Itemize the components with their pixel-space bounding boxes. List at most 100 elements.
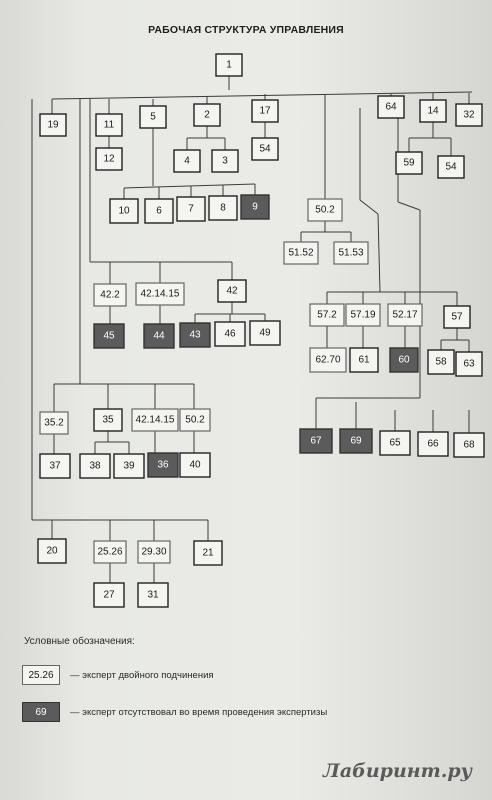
node-label: 57.19 xyxy=(350,310,375,321)
node-label: 17 xyxy=(259,106,271,117)
node-box xyxy=(37,538,67,564)
legend-absent-text: — эксперт отсутствовал во время проведен… xyxy=(70,706,328,718)
node-9: 9 xyxy=(240,194,270,220)
node-box xyxy=(176,196,206,222)
node-63: 63 xyxy=(455,351,483,377)
node-label: 50.2 xyxy=(315,205,335,216)
node-label: 54 xyxy=(445,162,457,173)
node-44: 44 xyxy=(143,323,175,349)
node-label: 31 xyxy=(147,590,159,601)
node-label: 32 xyxy=(463,110,475,121)
node-box xyxy=(193,103,221,127)
node-label: 51.53 xyxy=(338,248,363,259)
connector-line xyxy=(377,213,381,293)
node-box xyxy=(389,347,419,373)
node-box xyxy=(455,351,483,377)
node-label: 57.2 xyxy=(317,310,337,321)
node-box xyxy=(249,320,281,346)
node-box xyxy=(453,432,485,458)
node-69: 69 xyxy=(339,428,373,454)
node-box xyxy=(109,198,139,224)
connector-line xyxy=(123,183,256,189)
node-36: 36 xyxy=(147,452,179,478)
node-21: 21 xyxy=(193,540,223,566)
node-label: 64 xyxy=(385,102,397,113)
node-box xyxy=(179,322,211,348)
node-2: 2 xyxy=(193,103,221,127)
node-label: 29.30 xyxy=(141,547,166,558)
node-box xyxy=(93,323,125,349)
node-38: 38 xyxy=(79,453,111,479)
node-label: 11 xyxy=(104,120,115,131)
node-54: 54 xyxy=(437,155,465,179)
node-60: 60 xyxy=(389,347,419,373)
node-label: 58 xyxy=(435,357,447,368)
node-label: 4 xyxy=(184,156,190,167)
node-51-52: 51.52 xyxy=(283,241,319,265)
node-label: 2 xyxy=(204,110,210,121)
node-label: 54 xyxy=(259,144,271,155)
node-label: 40 xyxy=(189,460,201,471)
node-box xyxy=(455,103,483,127)
node-box xyxy=(93,283,127,307)
node-box xyxy=(379,430,411,456)
node-label: 25.26 xyxy=(97,547,122,558)
node-box xyxy=(79,453,111,479)
node-49: 49 xyxy=(249,320,281,346)
node-label: 27 xyxy=(103,590,115,601)
node-label: 60 xyxy=(398,355,410,366)
node-box xyxy=(113,453,145,479)
node-37: 37 xyxy=(39,453,71,479)
node-35: 35 xyxy=(93,408,123,432)
node-label: 10 xyxy=(118,206,130,217)
node-label: 36 xyxy=(157,460,169,471)
node-65: 65 xyxy=(379,430,411,456)
node-64: 64 xyxy=(377,95,405,119)
node-label: 12 xyxy=(103,154,115,165)
node-box xyxy=(345,303,381,327)
node-42: 42 xyxy=(217,279,247,303)
node-label: 42.14.15 xyxy=(136,415,175,426)
node-label: 65 xyxy=(389,438,401,449)
node-14: 14 xyxy=(419,99,447,123)
node-6: 6 xyxy=(144,198,174,224)
node-box xyxy=(437,155,465,179)
node-59: 59 xyxy=(395,151,423,175)
node-label: 39 xyxy=(123,461,135,472)
legend-title: Условные обозначения: xyxy=(24,636,135,647)
node-box xyxy=(339,428,373,454)
node-box xyxy=(93,582,125,608)
node-label: 43 xyxy=(189,330,201,341)
node-11: 11 xyxy=(95,113,123,137)
node-19: 19 xyxy=(39,113,67,137)
node-box xyxy=(39,411,69,435)
node-label: 69 xyxy=(350,436,362,447)
node-box xyxy=(147,452,179,478)
legend-absent-item: 69 — эксперт отсутствовал во время прове… xyxy=(22,701,327,723)
connector-lines xyxy=(31,76,473,583)
node-box xyxy=(39,453,71,479)
node-4: 4 xyxy=(173,149,201,173)
node-39: 39 xyxy=(113,453,145,479)
node-box xyxy=(387,303,423,327)
node-label: 1 xyxy=(226,60,232,71)
node-label: 21 xyxy=(202,548,214,559)
node-box xyxy=(427,349,455,375)
node-label: 46 xyxy=(224,329,236,340)
node-box xyxy=(93,540,127,564)
node-35-2: 35.2 xyxy=(39,411,69,435)
node-label: 35.2 xyxy=(44,418,64,429)
node-box xyxy=(309,347,347,373)
node-box xyxy=(131,408,179,432)
node-box xyxy=(143,323,175,349)
node-42-2: 42.2 xyxy=(93,283,127,307)
node-57-19: 57.19 xyxy=(345,303,381,327)
node-box xyxy=(283,241,319,265)
node-58: 58 xyxy=(427,349,455,375)
node-52-17: 52.17 xyxy=(387,303,423,327)
node-3: 3 xyxy=(211,149,239,173)
node-57-2: 57.2 xyxy=(309,303,345,327)
node-box xyxy=(309,303,345,327)
